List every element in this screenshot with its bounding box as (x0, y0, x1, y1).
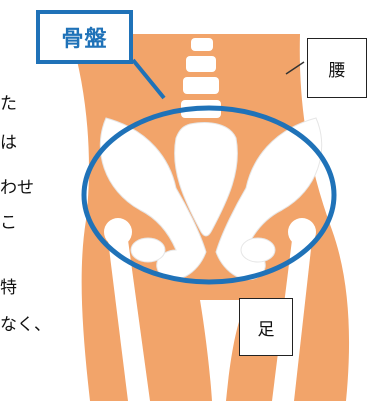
pelvis-highlight-ellipse (81, 105, 337, 285)
waist-pointer-line (285, 61, 305, 75)
side-text-4: こ (0, 213, 17, 233)
side-text-6: なく、 (0, 315, 51, 335)
title-connector-line (131, 58, 166, 100)
spine (181, 38, 221, 118)
leg-gap (200, 300, 248, 401)
side-text-3: わせ (0, 178, 34, 198)
side-text-1: た (0, 94, 17, 114)
title-label-box: 骨盤 (36, 10, 133, 64)
waist-label: 腰 (307, 38, 367, 98)
leg-label: 足 (239, 298, 293, 356)
side-text-5: 特 (0, 278, 17, 298)
side-text-2: は (0, 133, 17, 153)
